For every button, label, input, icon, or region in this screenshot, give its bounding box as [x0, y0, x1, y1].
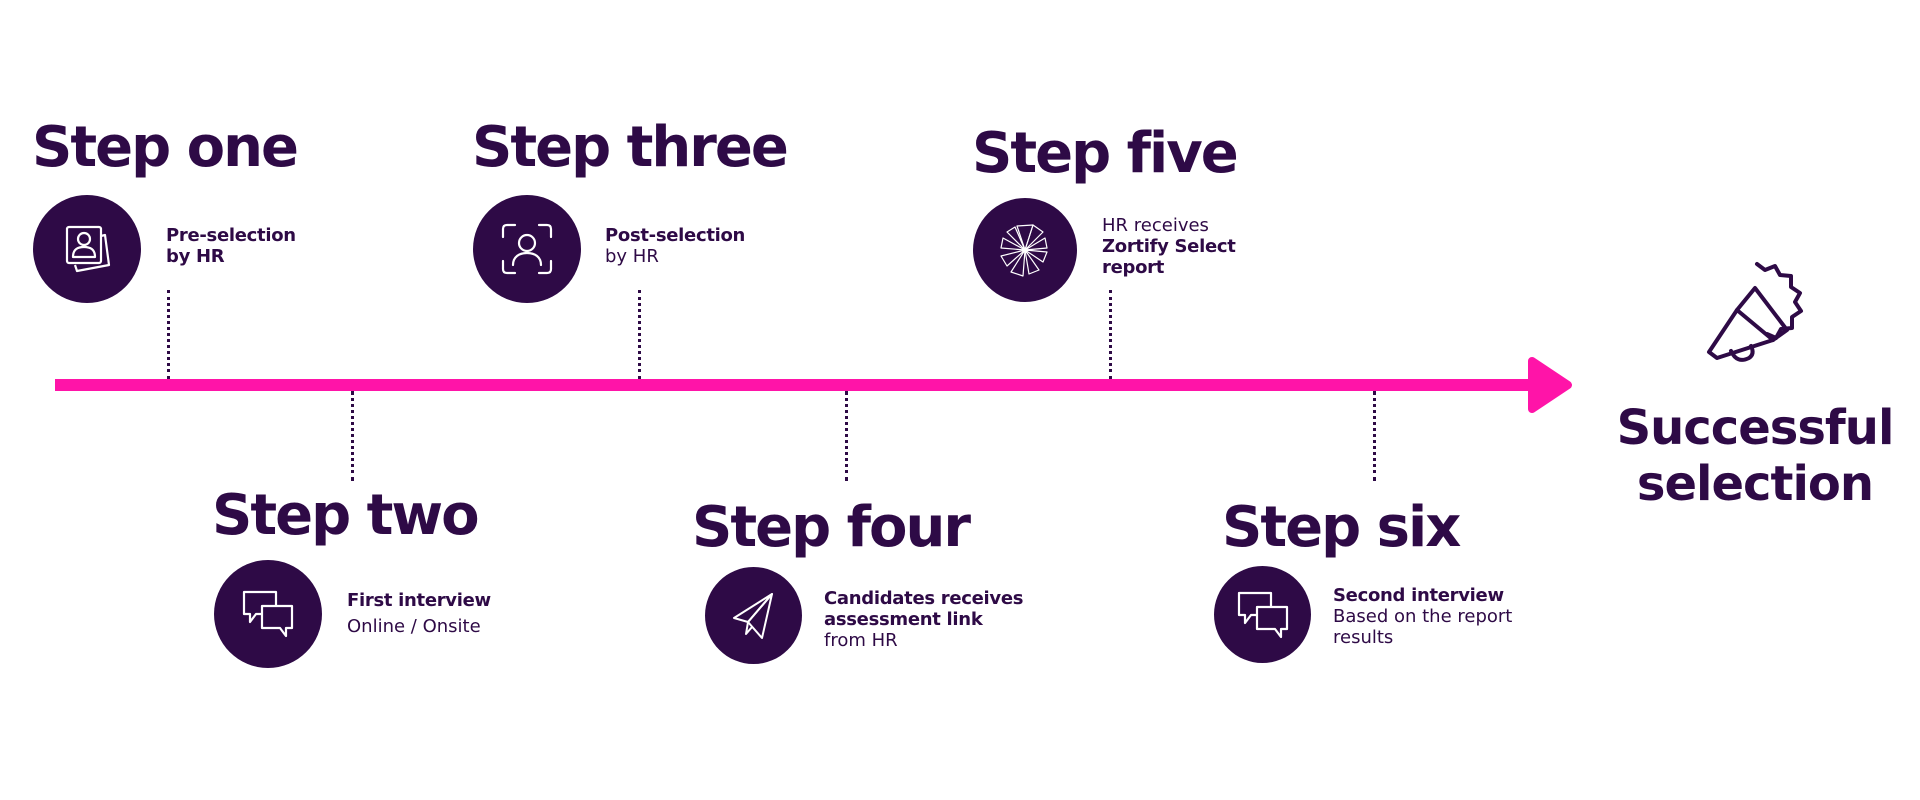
- connector-step-six: [1373, 391, 1376, 481]
- step-three-title: Step three: [472, 115, 789, 180]
- paper-plane-icon: [732, 592, 773, 639]
- chat-bubbles-icon: [242, 590, 294, 638]
- step-three-icon-circle: [473, 195, 581, 303]
- step-six-line2: Based on the report: [1333, 606, 1513, 627]
- step-three-line1: Post-selection: [605, 225, 746, 246]
- step-four-line3: from HR: [824, 630, 898, 651]
- step-two-line2: Online / Onsite: [347, 616, 481, 637]
- step-three-text: Post-selection by HR: [605, 225, 745, 267]
- connector-step-two: [351, 391, 354, 481]
- megaphone-badge-icon: [1707, 262, 1803, 362]
- step-five-icon-circle: [973, 198, 1077, 302]
- chat-bubbles-icon: [1237, 591, 1288, 638]
- step-six-line3: results: [1333, 627, 1394, 648]
- final-line2: selection: [1636, 456, 1874, 512]
- face-scan-icon: [501, 223, 553, 275]
- step-five-line1: HR receives: [1102, 215, 1209, 236]
- step-one-title: Step one: [32, 115, 299, 180]
- step-five-line3: report: [1102, 257, 1165, 278]
- step-three-line2: by HR: [605, 246, 659, 267]
- step-two-line1: First interview: [347, 590, 491, 611]
- connector-step-three: [638, 290, 641, 379]
- step-one-text: Pre-selection by HR: [166, 225, 296, 267]
- step-four-title: Step four: [692, 495, 971, 560]
- step-one-line1: Pre-selection: [166, 225, 296, 246]
- step-one-line2: by HR: [166, 246, 225, 267]
- step-four-line1: Candidates receives: [824, 588, 1024, 609]
- step-five-line2: Zortify Select: [1102, 236, 1236, 257]
- final-title: Successful selection: [1605, 400, 1905, 512]
- radial-report-icon: [1000, 224, 1048, 277]
- connector-step-five: [1109, 290, 1112, 379]
- step-six-line1: Second interview: [1333, 585, 1504, 606]
- portrait-stack-icon: [65, 225, 111, 273]
- step-six-text: Second interview Based on the report res…: [1333, 585, 1512, 648]
- step-four-icon-circle: [705, 567, 802, 664]
- connector-step-four: [845, 391, 848, 481]
- step-six-icon-circle: [1214, 566, 1311, 663]
- step-four-text: Candidates receives assessment link from…: [824, 588, 1023, 651]
- step-five-title: Step five: [972, 121, 1239, 186]
- step-four-line2: assessment link: [824, 609, 983, 630]
- step-two-text: First interview Online / Onsite: [347, 590, 491, 637]
- step-one-icon-circle: [33, 195, 141, 303]
- step-two-icon-circle: [214, 560, 322, 668]
- final-line1: Successful: [1616, 400, 1895, 456]
- connector-step-one: [167, 290, 170, 379]
- step-six-title: Step six: [1222, 495, 1461, 560]
- step-five-text: HR receives Zortify Select report: [1102, 215, 1236, 278]
- step-two-title: Step two: [212, 483, 480, 548]
